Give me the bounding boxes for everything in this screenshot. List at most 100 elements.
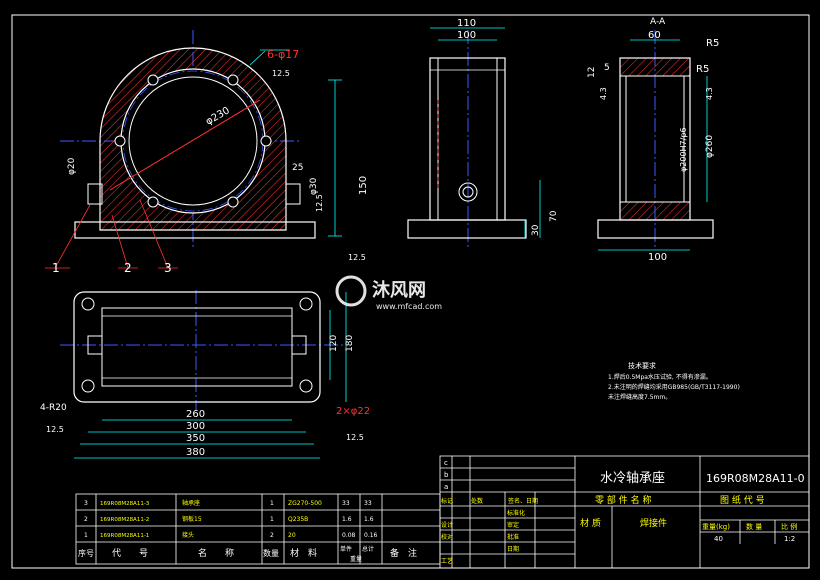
bom-cell-code: 169R08M28A11-2 [100,517,149,523]
notes-line-3: 未注焊缝高度7.5mm。 [608,393,671,401]
dim-380: 380 [186,447,205,458]
tb-review: 审定 [507,521,519,529]
bom-cell-no: 1 [84,532,88,539]
angle-b: 4.3 [705,87,714,100]
bom-cell-name: 轴承座 [182,499,200,507]
bom-h-code: 代 号 [112,548,148,559]
dim-phi200: φ200H7/p6 [679,127,688,172]
tb-sign-count: 处数 [471,497,483,505]
title-block-text: c b a 标记 处数 签名、日期 设计 校对 工艺 标准化 审定 批准 日期 … [441,459,805,565]
bom-cell-qty: 2 [270,532,274,539]
bom-cell-mat: ZG270-500 [288,500,322,507]
bom-h-name: 名 称 [198,547,234,559]
dim-300: 300 [186,421,205,432]
bom-h-remark: 备 注 [390,547,417,559]
part-name-label: 零 部 件 名 称 [595,494,651,506]
technical-notes: 技术要求 1.焊后0.5Mpa水压试验, 不得有渗漏。 2.未注明的焊缝均采用G… [608,361,740,401]
tb-process: 工艺 [441,557,453,565]
dim-phi260: φ260 [705,135,715,158]
top-view: 4-R20 12.5 260 300 350 380 120 180 2×φ22… [40,290,370,459]
bom-table [75,493,441,565]
roughness-b: 12.5 [348,253,366,262]
angle-a: 4.3 [599,87,608,100]
callout-2: 2 [124,261,132,275]
bom-cell-w1: 33 [342,500,350,507]
bom-h-weight: 重量 [350,555,362,563]
bom-cell-qty: 1 [270,500,274,507]
qty-label: 数 量 [746,522,762,531]
bom-cell-no: 2 [84,516,88,523]
dim-110: 110 [457,18,476,29]
bom-h-no: 序号 [78,548,94,558]
bom-cell-w2: 0.16 [364,532,378,539]
tb-design: 设计 [441,521,453,529]
dim-25: 25 [292,163,303,173]
callout-1: 1 [52,261,60,275]
bom-cell-mat: Q235B [288,516,308,523]
side-port [458,182,478,202]
bom-h-qty: 数量 [263,548,279,558]
scale-value: 1:2 [784,535,795,543]
dim-350: 350 [186,433,205,444]
dim-5: 5 [604,63,610,73]
notes-title: 技术要求 [628,361,656,370]
bom-cell-no: 3 [84,500,88,507]
tb-row-b: b [444,471,449,479]
radius-r5-b: R5 [696,64,709,75]
dim-30: 30 [531,224,541,236]
tb-sign-date: 签名、日期 [508,497,538,505]
side-view: 110 100 70 30 [407,18,559,250]
drawing-border [11,14,810,569]
drawing-code-label: 图 纸 代 号 [720,494,765,506]
bom-cell-w1: 1.6 [342,516,352,523]
roughness-top: 12.5 [346,433,364,442]
bom-cell-w2: 33 [364,500,372,507]
bom-h-w2: 总计 [362,545,374,553]
bom-h-w1: 单件 [340,545,352,553]
notes-line-1: 1.焊后0.5Mpa水压试验, 不得有渗漏。 [608,373,712,381]
tb-std: 标准化 [507,509,525,517]
bom-rows: 3 169R08M28A11-3 轴承座 1 ZG270-500 33 33 2 169R08M… [84,499,378,539]
drawing-code: 169R08M28A11-0 [706,472,805,485]
callout-3: 3 [164,261,172,275]
bom-h-mat: 材 料 [290,547,317,559]
bom-cell-w2: 1.6 [364,516,374,523]
watermark: 沐风网 www.mfcad.com [335,275,442,311]
bom-header: 序号 代 号 名 称 数量 材 料 单件 总计 重量 备 注 [78,545,417,563]
top-base-plate [73,291,321,403]
scale-label: 比 例 [781,522,797,531]
bom-cell-w1: 0.08 [342,532,356,539]
bolt-circle-label: 6-φ17 [267,48,299,61]
dim-70: 70 [549,210,559,222]
bolt-holes [114,74,272,208]
dim-180: 180 [345,335,355,352]
bom-cell-name: 钢板15 [182,515,202,523]
dim-phi20: φ20 [67,157,77,175]
tb-approve: 批准 [507,533,519,541]
dim-phi30: φ30 [309,177,319,195]
dim-120: 120 [329,335,339,352]
bom-cell-code: 169R08M28A11-3 [100,501,150,507]
section-title: A-A [650,17,666,27]
title-block [439,455,810,569]
tb-row-a: a [444,483,448,491]
tb-check: 校对 [441,533,453,541]
bom-cell-code: 169R08M28A11-1 [100,533,149,539]
watermark-url: www.mfcad.com [376,302,442,311]
material-value: 焊接件 [640,517,667,529]
radius-r5-a: R5 [706,38,719,49]
bom-cell-mat: 20 [288,532,296,539]
notes-line-2: 2.未注明的焊缝均采用GB985(GB/T3117-1990) [608,383,740,391]
part-name: 水冷轴承座 [600,471,665,486]
material-label: 材 质 [580,517,601,529]
bolt-circle-sub: 12.5 [272,69,290,78]
front-view: 6-φ17 12.5 φ230 φ20 25 φ30 150 12.5 12.5… [45,30,369,275]
dim-100: 100 [457,30,476,41]
watermark-brand: 沐风网 [372,279,426,301]
bom-cell-qty: 1 [270,516,274,523]
bore-circle [120,68,266,214]
dim-4-r20: 4-R20 [40,403,67,413]
dim-100-section: 100 [648,252,667,263]
bom-cell-name: 接头 [182,531,194,539]
